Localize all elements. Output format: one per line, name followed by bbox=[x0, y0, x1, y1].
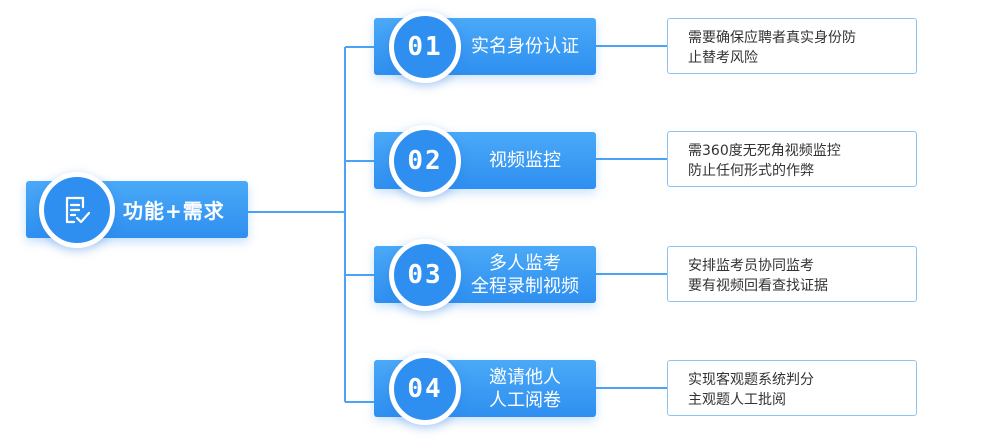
description-4-line-2: 主观题人工批阅 bbox=[688, 392, 786, 408]
description-card-2: 需360度无死角视频监控 防止任何形式的作弊 bbox=[667, 131, 917, 187]
description-2-line-1: 需360度无死角视频监控 bbox=[688, 143, 841, 159]
step-title-1-line-1: 实名身份认证 bbox=[471, 36, 579, 57]
step-title-3-line-2: 全程录制视频 bbox=[471, 275, 579, 297]
step-number-badge-4: 04 bbox=[389, 353, 461, 425]
description-1-line-1: 需要确保应聘者真实身份防 bbox=[688, 30, 856, 46]
description-1-line-2: 止替考风险 bbox=[688, 50, 758, 66]
step-title-4-line-1: 邀请他人 bbox=[489, 366, 561, 388]
description-card-4: 实现客观题系统判分 主观题人工批阅 bbox=[667, 360, 917, 416]
description-3-line-2: 要有视频回看查找证据 bbox=[688, 278, 828, 294]
step-title-2-line-1: 视频监控 bbox=[489, 150, 561, 171]
description-4-line-1: 实现客观题系统判分 bbox=[688, 372, 814, 388]
step-title-2: 视频监控 bbox=[462, 132, 588, 189]
step-number-badge-1: 01 bbox=[389, 11, 461, 83]
step-number-badge-3: 03 bbox=[389, 239, 461, 311]
step-title-3: 多人监考 全程录制视频 bbox=[462, 246, 588, 303]
document-check-icon bbox=[65, 196, 91, 224]
description-3-line-1: 安排监考员协同监考 bbox=[688, 258, 814, 274]
root-icon-badge bbox=[39, 172, 115, 248]
description-card-1: 需要确保应聘者真实身份防 止替考风险 bbox=[667, 18, 917, 74]
step-title-3-line-1: 多人监考 bbox=[489, 252, 561, 274]
description-card-3: 安排监考员协同监考 要有视频回看查找证据 bbox=[667, 246, 917, 302]
step-title-1: 实名身份认证 bbox=[462, 18, 588, 75]
description-2-line-2: 防止任何形式的作弊 bbox=[688, 163, 814, 179]
step-number-badge-2: 02 bbox=[389, 125, 461, 197]
step-title-4: 邀请他人 人工阅卷 bbox=[462, 360, 588, 417]
step-title-4-line-2: 人工阅卷 bbox=[489, 389, 561, 411]
root-label: 功能+需求 bbox=[123, 199, 225, 223]
